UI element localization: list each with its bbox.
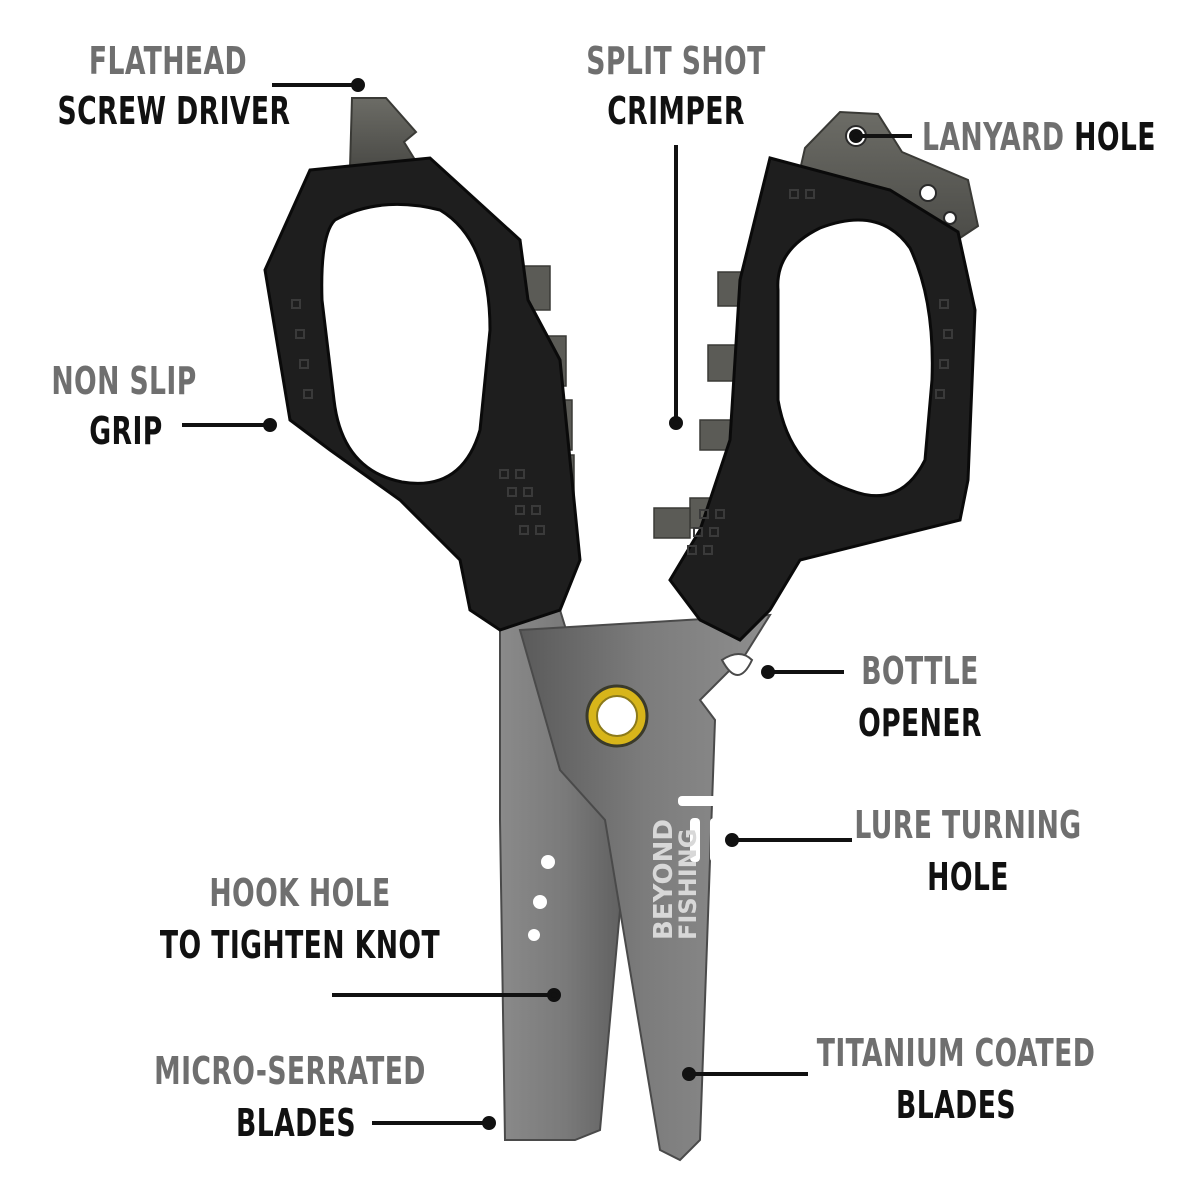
grip-label-line1: NON SLIP — [51, 359, 197, 403]
crimper-label-line2: CRIMPER — [607, 89, 745, 133]
left-handle — [263, 156, 582, 632]
lure-label-line1: LURE TURNING — [854, 803, 1082, 847]
leader-lanyard-dot — [849, 129, 863, 143]
right-blade — [518, 613, 772, 1162]
brand-text-1: BEYOND — [649, 819, 679, 940]
grip-label-line2: GRIP — [89, 409, 163, 453]
plate-hole-1 — [919, 184, 937, 202]
bottle-label-line2: OPENER — [858, 701, 982, 745]
hook-hole-2 — [533, 895, 547, 909]
crimper-label-line1: SPLIT SHOT — [586, 39, 766, 83]
leader-flathead-dot — [351, 78, 365, 92]
right-handle — [668, 156, 977, 642]
leader-crimper-dot — [669, 416, 683, 430]
flathead-label-line2: SCREW DRIVER — [57, 89, 291, 133]
lanyard-label: LANYARD HOLE — [922, 118, 1156, 156]
hook-hole-1 — [541, 855, 555, 869]
leader-lines — [182, 78, 912, 1130]
plate-hole-2 — [943, 211, 957, 225]
bottle-label-line1: BOTTLE — [861, 649, 979, 693]
bottle-opener-notch — [720, 653, 754, 676]
leader-hook-dot — [547, 988, 561, 1002]
hook-label-line2: TO TIGHTEN KNOT — [159, 923, 441, 967]
leader-serrated-dot — [482, 1116, 496, 1130]
brand-text-2: FISHING — [674, 829, 702, 940]
titanium-label-line2: BLADES — [896, 1083, 1016, 1127]
lanyard-label-part1: LANYARD — [922, 115, 1065, 159]
lure-turning-slots — [678, 796, 720, 862]
grip-texture-right — [687, 189, 953, 555]
flathead-label-line1: FLATHEAD — [88, 39, 248, 83]
leader-bottle-dot — [761, 665, 775, 679]
hook-hole-3 — [528, 929, 540, 941]
leader-titanium-dot — [682, 1067, 696, 1081]
serrated-label-line1: MICRO-SERRATED — [154, 1049, 426, 1093]
leader-lure-dot — [725, 833, 739, 847]
grip-texture-left — [291, 299, 545, 535]
lure-label-line2: HOLE — [927, 855, 1009, 899]
pivot-center — [596, 695, 638, 737]
serrated-label-line2: BLADES — [236, 1101, 356, 1145]
lanyard-label-part2: HOLE — [1074, 115, 1156, 159]
titanium-label-line1: TITANIUM COATED — [816, 1031, 1096, 1075]
hook-label-line1: HOOK HOLE — [209, 871, 391, 915]
leader-grip-dot — [263, 418, 277, 432]
